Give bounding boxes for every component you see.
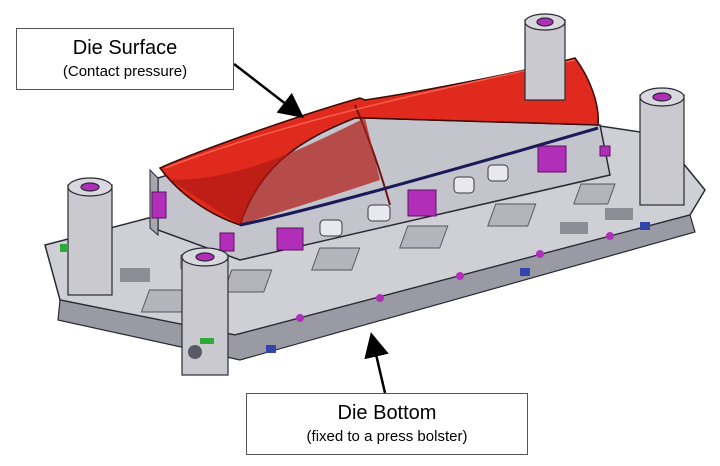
die-bottom-label: Die Bottom (337, 402, 437, 424)
die-bottom-sublabel: (fixed to a press bolster) (306, 428, 468, 445)
die-surface-red (158, 57, 599, 227)
die-bottom-arrow (364, 332, 389, 394)
die-surface-sublabel: (Contact pressure) (62, 63, 188, 80)
guide-posts (67, 13, 685, 376)
fixture-details (60, 222, 650, 359)
die-surface-callout: Die Surface (Contact pressure) (16, 28, 234, 90)
contact-pads (151, 145, 611, 252)
die-surface-label: Die Surface (72, 37, 178, 59)
die-surface-arrow (233, 63, 304, 119)
die-bottom-callout: Die Bottom (fixed to a press bolster) (246, 393, 528, 455)
